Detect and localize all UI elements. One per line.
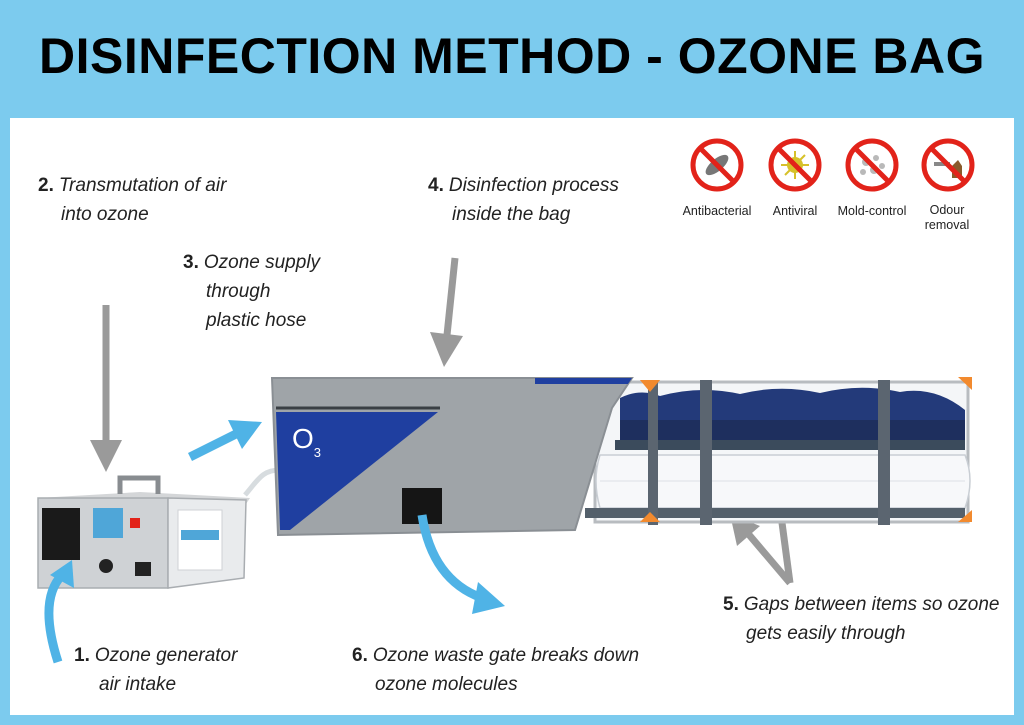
icon-caption-antiviral: Antiviral	[772, 204, 818, 218]
arrow-to-generator	[90, 305, 122, 472]
blue-arrow-intake	[44, 560, 74, 664]
blue-arrow-supply	[187, 420, 262, 462]
icon-caption-antibacterial: Antibacterial	[682, 204, 752, 218]
arrow-to-bag	[430, 257, 463, 367]
bag-o3-label: O3	[292, 423, 321, 460]
page-title: DISINFECTION METHOD - OZONE BAG	[38, 28, 986, 84]
step-5-label: 5.Gaps between items so ozone gets easil…	[723, 594, 1000, 644]
step-1-label: 1.Ozone generator air intake	[74, 645, 238, 695]
icon-caption-mold-control: Mold-control	[837, 204, 907, 218]
mattress-rack	[585, 377, 972, 525]
step-4-label: 4.Disinfection process inside the bag	[428, 175, 619, 225]
step-2-label: 2.Transmutation of air into ozone	[38, 175, 227, 225]
step-6-label: 6.Ozone waste gate breaks down ozone mol…	[352, 645, 640, 695]
step-3-label: 3.Ozone supply through plastic hose	[183, 252, 321, 331]
bacteria-icon	[690, 138, 744, 192]
icon-caption-odour-removal: Odour removal	[924, 203, 970, 232]
virus-icon	[768, 138, 822, 192]
air-intake-fan	[42, 508, 80, 560]
blue-arrow-waste	[417, 514, 505, 614]
ozone-bag	[270, 377, 634, 537]
odour-icon	[921, 138, 975, 192]
mold-icon	[845, 138, 899, 192]
